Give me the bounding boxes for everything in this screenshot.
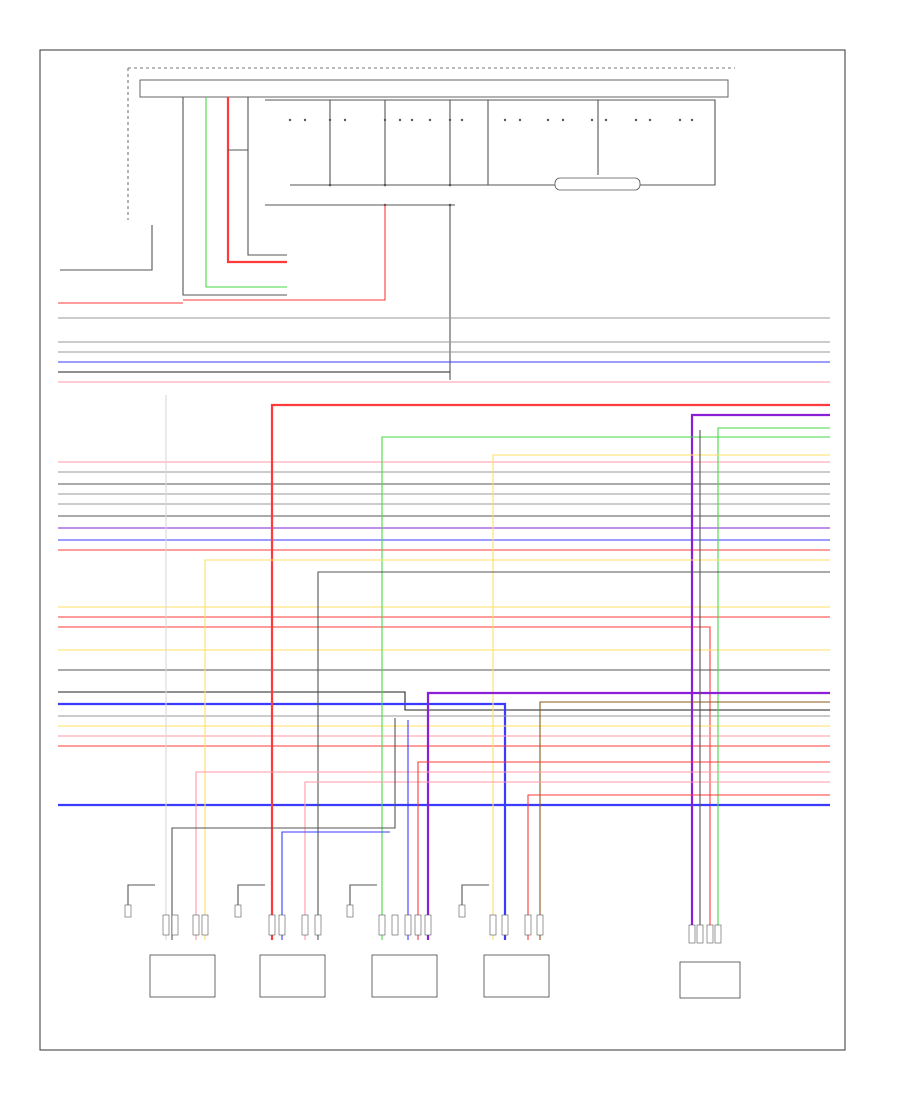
sensor-body xyxy=(149,954,216,998)
sensor-1 xyxy=(127,884,216,998)
harness-right xyxy=(165,395,830,940)
diagram-frame xyxy=(39,49,846,1051)
top-leads xyxy=(60,97,451,380)
sensor-body xyxy=(483,954,550,998)
top-module-bar xyxy=(139,79,729,98)
sensor-body xyxy=(259,954,326,998)
sensor-body xyxy=(371,954,438,998)
top-module-internal xyxy=(265,99,716,207)
sensor-2 xyxy=(237,884,326,998)
connector-pins xyxy=(124,904,722,944)
sensor-4 xyxy=(461,884,550,998)
right-component xyxy=(679,961,741,999)
sensor-3 xyxy=(349,884,438,998)
harness-horizontal xyxy=(58,302,830,940)
